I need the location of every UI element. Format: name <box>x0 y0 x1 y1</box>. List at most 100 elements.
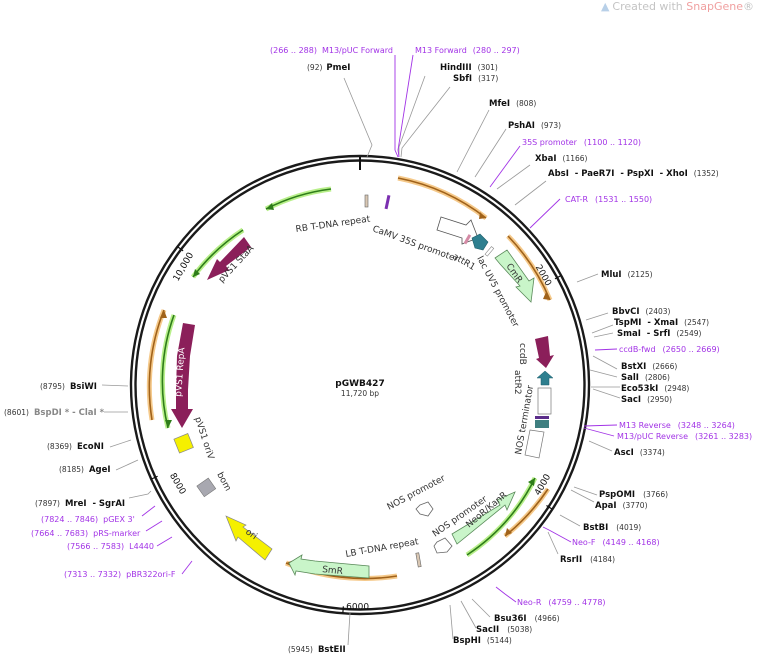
site-sali[interactable]: SalI(2806) <box>621 373 670 383</box>
primer-m13-puc-forward[interactable]: (266 .. 288)M13/pUC Forward <box>270 46 393 55</box>
site-leader-lines <box>101 75 621 646</box>
primer-leader-lines <box>141 54 618 603</box>
feature-camv-35s-promoter[interactable] <box>436 216 479 245</box>
primer-neo-f[interactable]: Neo-F(4149 .. 4168) <box>572 538 660 547</box>
snapgene-logo-icon: ▲ <box>600 0 610 13</box>
orf-arc-green-4-head <box>528 478 535 486</box>
primer-l4440[interactable]: (7566 .. 7583)L4440 <box>67 542 154 551</box>
site-pspomi[interactable]: PspOMI(3766) <box>599 490 668 500</box>
site-bstxi[interactable]: BstXI(2666) <box>621 362 677 372</box>
site-apai[interactable]: ApaI(3770) <box>595 501 648 511</box>
feature-cmr[interactable] <box>494 249 535 303</box>
feature-lac-uv5-promoter[interactable] <box>484 246 495 257</box>
leader-mlui <box>576 273 599 283</box>
primer-cat-r[interactable]: CAT-R(1531 .. 1550) <box>565 195 652 204</box>
site-mlui[interactable]: MluI(2125) <box>601 270 653 280</box>
site-xbai[interactable]: XbaI(1166) <box>535 154 588 164</box>
primer-m13-forward[interactable]: M13 Forward(280 .. 297) <box>415 46 520 55</box>
leader-m13-reverse <box>583 424 618 427</box>
leader-pshai <box>474 128 507 178</box>
feature-nos-promoter-2[interactable] <box>433 537 453 554</box>
orf-arc-green-3-line <box>161 314 175 429</box>
site-smai-srfi[interactable]: SmaI - SrfI(2549) <box>617 329 701 339</box>
feature-label-smr: SmR <box>322 565 344 577</box>
site-bspdi-clai[interactable]: (8601)BspDI * - ClaI * <box>4 408 105 418</box>
tick-label-8000: 8000 <box>167 472 187 497</box>
feature-bom[interactable] <box>196 477 217 498</box>
feature-rb-tdna-repeat[interactable] <box>364 194 369 208</box>
leader-prs-marker <box>145 520 163 532</box>
site-absi-xhoi[interactable]: AbsI - PaeR7I - PspXI - XhoI(1352) <box>548 169 719 179</box>
leader-mfei <box>456 109 490 173</box>
leader-sali <box>589 369 618 378</box>
primer-m13-puc-reverse[interactable]: M13/pUC Reverse(3261 .. 3283) <box>617 432 752 441</box>
feature-camv-35s-marker[interactable] <box>384 194 391 210</box>
leader-pbr322ori-f <box>181 560 193 575</box>
primer-m13-reverse[interactable]: M13 Reverse(3248 .. 3264) <box>619 421 735 430</box>
primer-pgex3[interactable]: (7824 .. 7846)pGEX 3' <box>41 515 135 524</box>
primer-35s-promoter[interactable]: 35S promoter(1100 .. 1120) <box>522 138 641 147</box>
leader-saci <box>592 388 621 399</box>
leader-ccdb-fwd <box>594 348 618 351</box>
feature-label-attr2: attR2 <box>512 370 522 395</box>
feature-nos-promoter-1[interactable] <box>415 501 434 517</box>
site-bbvci[interactable]: BbvCI(2403) <box>612 307 671 317</box>
feature-attr2[interactable] <box>536 370 554 386</box>
site-bsphi[interactable]: BspHI(5144) <box>453 636 512 646</box>
site-mfei[interactable]: MfeI(808) <box>489 99 536 109</box>
feature-smr[interactable] <box>288 554 370 579</box>
site-agei[interactable]: (8185)AgeI <box>59 465 111 475</box>
primer-ccdb-fwd[interactable]: ccdB-fwd(2650 .. 2669) <box>619 345 720 354</box>
orf-arc-green-3-head <box>165 420 172 428</box>
feature-nos-terminator-stripe <box>535 416 549 419</box>
site-pmei[interactable]: (92)PmeI <box>307 63 350 73</box>
feature-attr1[interactable] <box>471 233 489 251</box>
leader-asci <box>588 440 613 452</box>
feature-lb-tdna-repeat[interactable] <box>415 552 422 568</box>
leader-hindiii <box>398 75 426 157</box>
site-eco53ki[interactable]: Eco53kI(2948) <box>621 384 689 394</box>
feature-label-rb-tdna-repeat: RB T-DNA repeat <box>295 215 371 235</box>
leader-bstxi <box>592 355 618 370</box>
primer-prs-marker[interactable]: (7664 .. 7683)pRS-marker <box>31 529 141 538</box>
site-sacii[interactable]: SacII(5038) <box>476 625 532 635</box>
primer-neo-r[interactable]: Neo-R(4759 .. 4778) <box>517 598 606 607</box>
site-tspmi-xmai[interactable]: TspMI - XmaI(2547) <box>614 318 709 328</box>
site-bsiwi[interactable]: (8795)BsiWI <box>40 382 97 392</box>
site-bsteii[interactable]: (5945)BstEII <box>288 645 346 654</box>
feature-ori[interactable] <box>225 515 273 561</box>
orf-arc-2-line <box>507 235 551 301</box>
orf-arc-green-4-line <box>466 477 536 556</box>
site-asci[interactable]: AscI(3374) <box>614 448 665 458</box>
feature-pvs1-repa[interactable] <box>171 323 195 428</box>
site-mrei-sgrai[interactable]: (7897)MreI - SgrAI <box>35 499 125 509</box>
site-sbfi[interactable]: SbfI(317) <box>453 74 498 84</box>
feature-ccdb[interactable] <box>535 336 554 368</box>
primer-labels: (266 .. 288)M13/pUC Forward M13 Forward(… <box>31 46 752 607</box>
snapgene-watermark: ▲Created with SnapGene® <box>601 0 754 13</box>
site-bsu36i[interactable]: Bsu36I(4966) <box>494 614 560 624</box>
orf-arc-1-line <box>397 177 487 219</box>
feature-nos-terminator[interactable] <box>524 429 545 459</box>
site-econi[interactable]: (8369)EcoNI <box>47 442 104 452</box>
feature-nos-terminator-stripe-2 <box>535 420 549 428</box>
leader-xbai <box>496 164 531 190</box>
site-hindiii[interactable]: HindIII(301) <box>440 63 498 73</box>
site-bstbi[interactable]: BstBI(4019) <box>583 523 641 533</box>
leader-l4440 <box>156 536 173 547</box>
leader-pspomi <box>573 486 598 496</box>
site-rsrii[interactable]: RsrII(4184) <box>560 555 615 565</box>
feature-attr1-stripe <box>463 234 472 245</box>
primer-pbr322ori-f[interactable]: (7313 .. 7332)pBR322ori-F <box>64 570 176 579</box>
feature-pvs1-oriv[interactable] <box>173 433 194 454</box>
leader-35s-primer <box>489 145 521 188</box>
leader-bsu36i <box>471 598 491 618</box>
site-saci[interactable]: SacI(2950) <box>621 395 672 405</box>
watermark-brand: SnapGene <box>686 0 743 13</box>
orf-arcs <box>146 175 553 581</box>
site-pshai[interactable]: PshAI(973) <box>508 121 561 131</box>
feature-neor-kanr[interactable] <box>451 491 516 545</box>
orf-arc-1-head <box>479 212 486 219</box>
feature-pvs1-staa[interactable] <box>207 237 251 280</box>
leader-bsiwi <box>101 384 129 387</box>
